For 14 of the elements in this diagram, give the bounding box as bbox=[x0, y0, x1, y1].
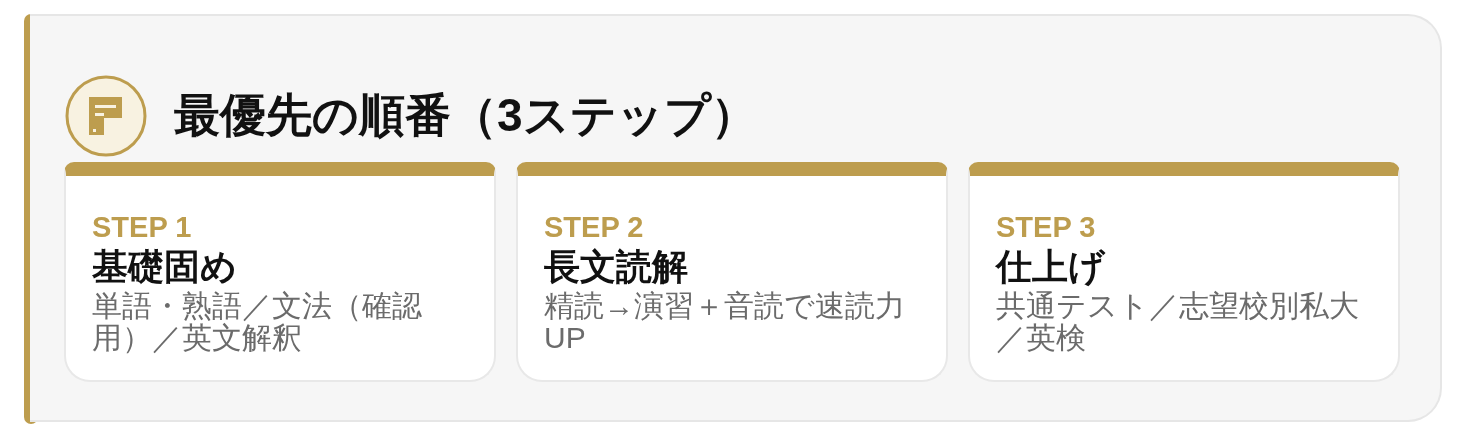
step-title: 仕上げ bbox=[996, 245, 1106, 289]
step-card bbox=[64, 162, 496, 382]
step-title: 基礎固め bbox=[92, 245, 238, 289]
panel-title: 最優先の順番（3ステップ） bbox=[174, 88, 757, 143]
panel bbox=[30, 14, 1442, 422]
step-number: STEP 3 bbox=[996, 210, 1097, 244]
step-description: 共通テスト／志望校別私大／英検 bbox=[996, 290, 1360, 354]
step-description: 単語・熟語／文法（確認用）／英文解釈 bbox=[92, 290, 423, 354]
step-description: 精読→演習＋音読で速読力UP bbox=[544, 290, 906, 354]
step-card bbox=[968, 162, 1400, 382]
step-title: 長文読解 bbox=[544, 245, 689, 289]
step-number: STEP 1 bbox=[92, 210, 193, 244]
step-card bbox=[516, 162, 948, 382]
step-number: STEP 2 bbox=[544, 210, 645, 244]
